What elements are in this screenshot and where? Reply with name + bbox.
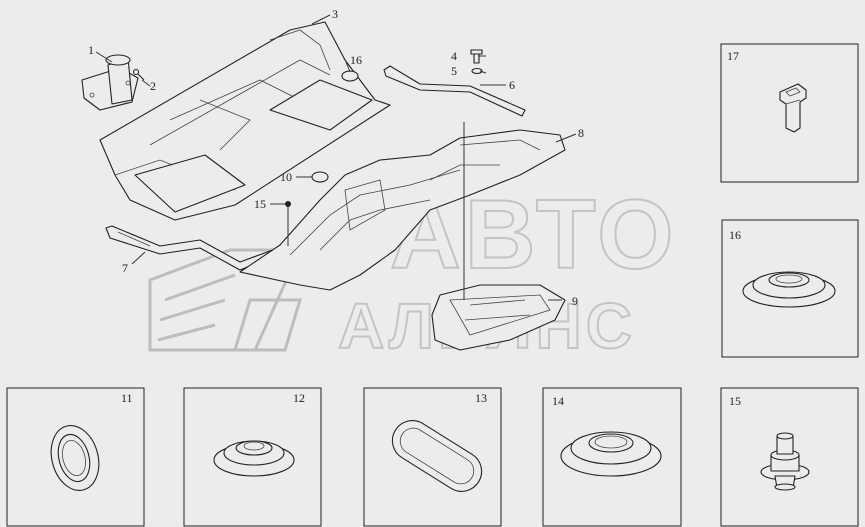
detail-box-11[interactable]: 11 (6, 387, 145, 527)
callout-numbers: 1 2 3 4 5 6 7 8 9 10 15 16 (88, 7, 584, 308)
callout-5[interactable]: 5 (451, 64, 457, 78)
part-6-bracket[interactable] (383, 65, 526, 117)
callout-1[interactable]: 1 (88, 43, 94, 57)
part-15-pin[interactable] (285, 201, 291, 207)
detail-box-14-label: 14 (552, 394, 564, 408)
callout-2[interactable]: 2 (150, 79, 156, 93)
callout-7[interactable]: 7 (122, 261, 128, 275)
part-9-rear-floor[interactable] (431, 284, 566, 351)
detail-box-17[interactable]: 17 (720, 43, 859, 183)
part-16-grommet (742, 271, 836, 308)
callout-8[interactable]: 8 (578, 126, 584, 140)
detail-box-17-label: 17 (727, 49, 739, 63)
part-4-bolt[interactable] (470, 49, 483, 64)
callout-3[interactable]: 3 (332, 7, 338, 21)
part-15-push-pin (760, 432, 810, 491)
callout-4[interactable]: 4 (451, 49, 457, 63)
detail-box-15-label: 15 (729, 394, 741, 408)
part-16-plug-on-floor[interactable] (341, 70, 359, 82)
detail-box-15[interactable]: 15 (720, 387, 859, 527)
part-17-clip (779, 83, 807, 133)
detail-box-13-label: 13 (475, 391, 487, 405)
detail-box-12-label: 12 (293, 391, 305, 405)
part-13-oval-plug (391, 420, 483, 492)
detail-box-12[interactable]: 12 (183, 387, 322, 527)
detail-box-14[interactable]: 14 (542, 387, 682, 527)
part-2-screw[interactable] (132, 68, 145, 81)
part-1-shift-boot[interactable] (81, 54, 139, 111)
callout-16[interactable]: 16 (350, 53, 362, 67)
part-5-washer[interactable] (471, 67, 483, 75)
part-10-plug[interactable] (311, 171, 329, 183)
part-14-grommet (560, 431, 662, 477)
callout-15[interactable]: 15 (254, 197, 266, 211)
leader-lines (95, 14, 577, 301)
callout-6[interactable]: 6 (509, 78, 515, 92)
part-8-main-floor[interactable] (239, 129, 566, 291)
detail-box-16[interactable]: 16 (721, 219, 859, 358)
detail-box-13[interactable]: 13 (363, 387, 502, 527)
callout-10[interactable]: 10 (280, 170, 292, 184)
callout-9[interactable]: 9 (572, 294, 578, 308)
detail-box-16-label: 16 (729, 228, 741, 242)
part-11-plug (50, 425, 100, 491)
part-12-grommet (213, 440, 295, 477)
detail-box-11-label: 11 (121, 391, 133, 405)
part-3-front-floor[interactable] (99, 21, 391, 221)
